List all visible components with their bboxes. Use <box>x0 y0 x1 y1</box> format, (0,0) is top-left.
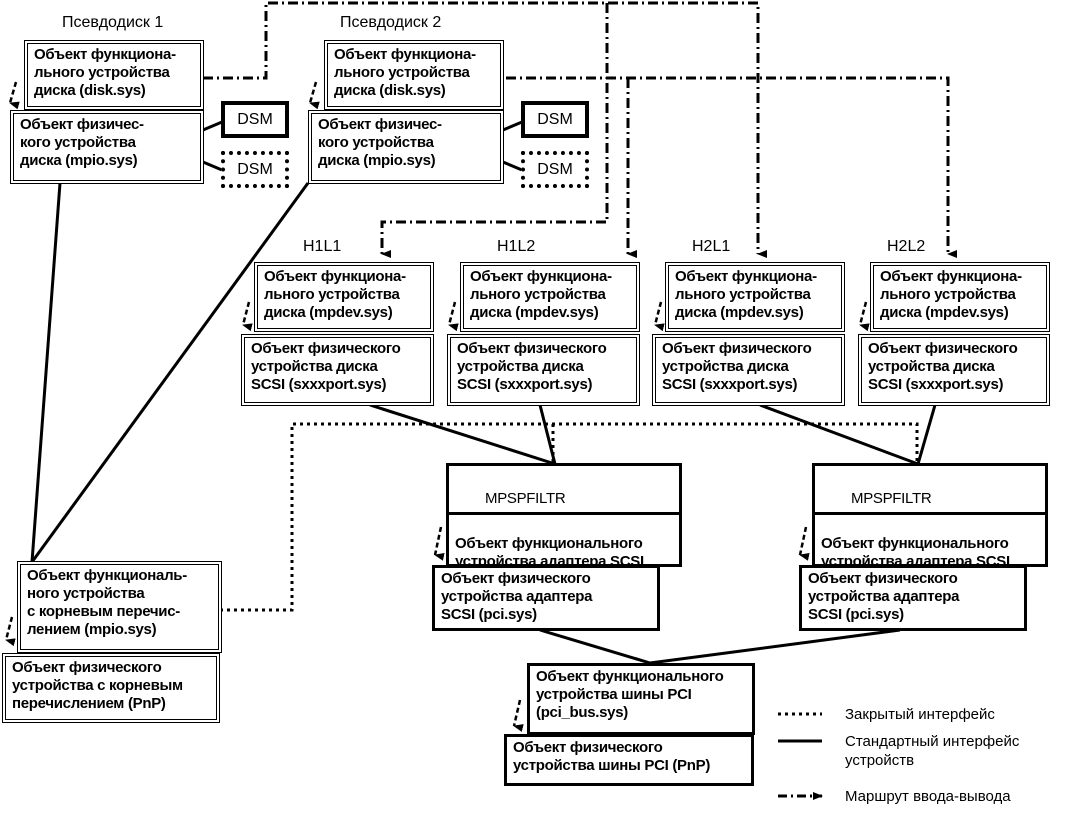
path-h1l1-pdo: Объект физического устройства диска SCSI… <box>241 334 434 406</box>
pseudodisk-1-fdo: Объект функциона- льного устройства диск… <box>24 40 204 110</box>
path-h2l1-pdo: Объект физического устройства диска SCSI… <box>652 334 845 406</box>
path-h1l2-title: H1L2 <box>497 238 536 255</box>
stack-arrow-h2l2 <box>858 301 870 332</box>
line-pd2-dsm-active <box>502 120 523 132</box>
path-h1l1-title: H1L1 <box>303 238 342 255</box>
adapter-2-pdo: Объект физического устройства адаптера S… <box>799 565 1027 631</box>
pseudodisk-1-pdo: Объект физичес- кого устройства диска (m… <box>10 110 204 184</box>
line-h2l1-to-adapter2 <box>759 403 919 466</box>
path-h1l2-fdo: Объект функциона- льного устройства диск… <box>460 262 640 332</box>
line-h2l2-to-adapter2 <box>916 404 937 465</box>
route-pd1-to-h2l1 <box>203 1 767 258</box>
line-h1l1-to-adapter1 <box>369 403 556 466</box>
adapter-1-filter: MPSPFILTR <box>449 484 679 515</box>
adapter-1-pdo: Объект физического устройства адаптера S… <box>432 565 660 631</box>
pseudodisk-2-dsm-inactive: DSM <box>521 151 589 188</box>
pseudodisk-2-fdo: Объект функциона- льного устройства диск… <box>324 40 504 110</box>
legend-swatches <box>778 712 823 800</box>
stack-arrow-pd1 <box>8 81 20 110</box>
line-adapter1-to-pci <box>539 628 651 665</box>
pseudodisk-1-dsm-inactive: DSM <box>221 151 289 188</box>
stack-arrow-adapter1 <box>433 526 445 561</box>
adapter-1-stack: MPSPFILTR Объект функционального устройс… <box>446 463 682 588</box>
stack-arrow-pci <box>512 699 524 732</box>
adapter-2-filter: MPSPFILTR <box>815 484 1045 515</box>
stack-arrow-pd2 <box>308 81 320 110</box>
line-pd1-dsm-active <box>202 120 223 132</box>
root-enum-pdo: Объект физического устройства с корневым… <box>2 653 220 723</box>
private-interface-lines <box>220 422 919 612</box>
line-adapter2-to-pci <box>649 628 901 665</box>
line-pd1-to-root <box>30 182 62 563</box>
line-h1l2-to-adapter1 <box>538 404 557 465</box>
path-h2l1-fdo: Объект функциона- льного устройства диск… <box>665 262 845 332</box>
path-h2l2-pdo: Объект физического устройства диска SCSI… <box>858 334 1050 406</box>
path-h2l1-title: H2L1 <box>692 238 731 255</box>
stack-arrow-h1l2 <box>447 301 459 332</box>
root-enum-fdo: Объект функциональ- ного устройства с ко… <box>17 561 222 653</box>
pseudodisk-2-dsm-active: DSM <box>521 101 589 138</box>
legend-standard-interface: Стандартный интерфейс устройств <box>845 733 1020 769</box>
line-pd2-dsm-inactive <box>502 160 523 172</box>
pseudodisk-1-dsm-active: DSM <box>221 101 289 138</box>
line-pd2-to-root <box>30 182 310 563</box>
stack-arrow-adapter2 <box>798 526 810 561</box>
path-h2l2-fdo: Объект функциона- льного устройства диск… <box>870 262 1050 332</box>
legend-private-interface: Закрытый интерфейс <box>845 706 995 723</box>
stack-arrow-h2l1 <box>653 301 665 332</box>
pseudodisk-2-title: Псевдодиск 2 <box>340 14 442 31</box>
stack-arrow-h1l1 <box>241 301 253 332</box>
standard-interface-lines <box>30 120 937 665</box>
stack-arrow-root <box>4 616 16 647</box>
stack-arrows <box>4 81 870 732</box>
path-h2l2-title: H2L2 <box>887 238 926 255</box>
pseudodisk-1-title: Псевдодиск 1 <box>62 14 164 31</box>
private-root-to-adapters <box>220 422 919 612</box>
io-route-lines <box>203 1 957 258</box>
pseudodisk-2-pdo: Объект физичес- кого устройства диска (m… <box>308 110 504 184</box>
legend-io-route: Маршрут ввода-вывода <box>845 788 1011 805</box>
pci-bus-fdo: Объект функционального устройства шины P… <box>527 663 755 735</box>
adapter-2-stack: MPSPFILTR Объект функционального устройс… <box>812 463 1048 588</box>
route-pd1-to-h1l1 <box>380 3 609 258</box>
pci-bus-pdo: Объект физического устройства шины PCI (… <box>504 734 754 786</box>
line-pd1-dsm-inactive <box>202 160 223 172</box>
path-h1l2-pdo: Объект физического устройства диска SCSI… <box>447 334 640 406</box>
route-pd2-to-h2l2 <box>506 76 957 258</box>
path-h1l1-fdo: Объект функциона- льного устройства диск… <box>254 262 434 332</box>
